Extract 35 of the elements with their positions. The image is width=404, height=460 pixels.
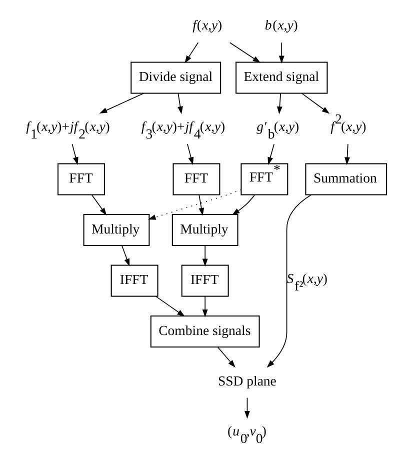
arrow	[300, 92, 330, 114]
arrow	[184, 42, 198, 64]
arrow	[71, 144, 78, 165]
node-box: Multiply	[82, 214, 150, 246]
arrow	[267, 144, 274, 165]
arrow	[228, 42, 260, 63]
node-text: SSD plane	[217, 374, 276, 389]
arrow	[276, 92, 282, 114]
arrow	[186, 144, 194, 165]
node-box: IFFT	[180, 264, 228, 297]
arrow	[120, 245, 130, 266]
arrow	[154, 296, 184, 317]
arrow	[148, 189, 241, 220]
node-box: FFT	[57, 163, 104, 196]
node-box: Divide signal	[130, 62, 221, 94]
arrow	[202, 296, 208, 318]
arrow	[216, 346, 235, 368]
arrow	[198, 194, 204, 216]
arrow	[244, 397, 250, 419]
arrow	[278, 42, 284, 64]
node-box: Summation	[304, 163, 387, 196]
arrow	[202, 245, 208, 266]
node-box: IFFT	[110, 264, 158, 297]
node-text: b(x,y)	[264, 17, 298, 32]
node-box: Multiply	[171, 214, 238, 246]
node-text: f(x,y)	[192, 17, 222, 32]
arrow	[344, 144, 350, 165]
arrow	[177, 92, 182, 114]
node-box: Extend signal	[235, 62, 328, 94]
arrow	[266, 194, 312, 368]
node-box: FFT	[172, 163, 220, 196]
arrow	[98, 92, 144, 114]
arrow	[231, 194, 255, 216]
arrow	[90, 194, 106, 216]
node-box: Combine signals	[150, 316, 260, 348]
